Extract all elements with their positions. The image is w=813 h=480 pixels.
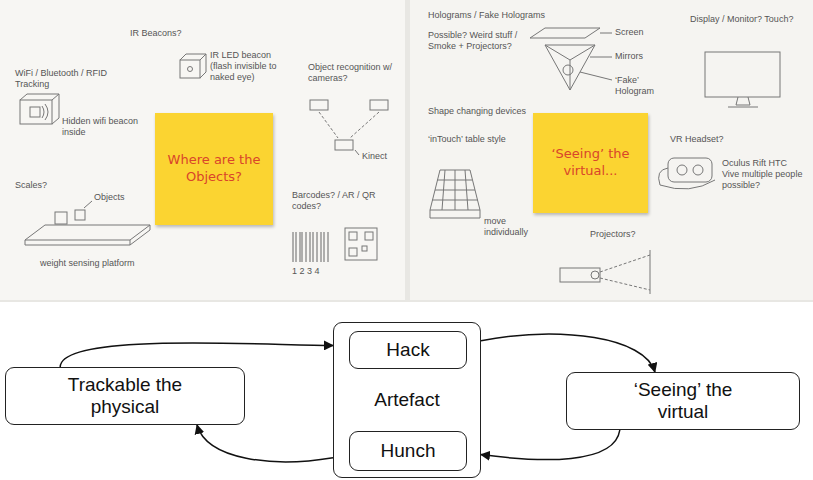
sketch-stroke — [705, 52, 780, 97]
sketch-note: VR Headset? — [670, 134, 750, 145]
sketch-stroke — [180, 54, 206, 78]
artefact-group: Artefact HackHunch — [333, 322, 481, 478]
sketch-note: Hidden wifi beacon inside — [62, 116, 150, 138]
sketch-stroke — [693, 165, 703, 175]
sketch-stroke — [293, 232, 328, 262]
process-box: Hack — [349, 331, 467, 369]
sketch-stroke — [75, 210, 85, 220]
process-box: ‘Seeing’ the virtual — [566, 372, 800, 430]
sketch-note: ‘Fake’ Hologram — [615, 75, 675, 97]
sketch-stroke — [728, 97, 758, 107]
sketch-note: move individually — [484, 216, 534, 238]
process-box: Trackable the physical — [5, 367, 245, 425]
sketch-note: Holograms / Fake Holograms — [428, 10, 598, 21]
node-text: Artefact — [371, 389, 442, 411]
node-text: ‘Seeing’ the virtual — [608, 379, 758, 423]
sticky-note: Where are the Objects? — [155, 113, 273, 225]
curved-arrow — [481, 334, 655, 372]
node-text: Where are the Objects? — [165, 152, 263, 186]
sketch-stroke — [84, 201, 92, 208]
sketch-note: Oculus Rift HTC Vive multiple people pos… — [722, 158, 806, 190]
sketch-stroke — [580, 33, 612, 80]
sketch-note: Object recognition w/ cameras? — [308, 62, 400, 84]
node-text: Trackable the physical — [50, 374, 200, 418]
sticky-note: ‘Seeing’ the virtual... — [533, 113, 648, 213]
sketch-stroke — [349, 232, 357, 240]
sketch-stroke — [319, 112, 379, 138]
sketch-note: Screen — [615, 27, 665, 38]
sketch-stroke — [20, 94, 59, 124]
sketch-stroke — [545, 45, 595, 90]
sketch-stroke — [365, 232, 373, 240]
sketch-stroke — [530, 28, 600, 38]
sketch-stroke — [410, 0, 813, 300]
sketch-stroke — [20, 100, 52, 124]
sketch-stroke — [310, 100, 328, 110]
node-text: Hack — [386, 339, 429, 361]
sketch-note: weight sensing platform — [40, 258, 160, 269]
curved-arrow — [481, 430, 620, 460]
sketch-stroke — [430, 210, 480, 218]
sketch-stroke — [370, 100, 388, 110]
sketch-note: Scales? — [15, 180, 65, 191]
sketch-stroke — [345, 228, 377, 260]
curved-arrow — [60, 343, 333, 367]
sketch-stroke — [362, 246, 367, 251]
sketch-stroke — [42, 104, 48, 120]
sketch-stroke — [30, 107, 40, 117]
sketch-stroke — [0, 0, 813, 302]
sketch-note: Kinect — [362, 151, 402, 162]
sketch-note: IR LED beacon (flash invisible to naked … — [210, 50, 295, 82]
process-box: Hunch — [349, 431, 467, 471]
sketch-note: Mirrors — [615, 51, 665, 62]
sketch-note: Barcodes? / AR / QR codes? — [292, 190, 402, 212]
sketch-note: IR Beacons? — [130, 28, 210, 39]
sketch-stroke — [0, 0, 405, 300]
pencil-sketches — [20, 28, 780, 294]
sketch-stroke — [600, 255, 650, 290]
sketch-note: Shape changing devices — [428, 106, 528, 117]
sketch-stroke — [563, 65, 573, 75]
sketch-note: 1 2 3 4 — [292, 266, 337, 277]
whiteboard-sheets — [0, 0, 813, 302]
sketch-stroke — [180, 60, 200, 78]
sketch-note: Objects — [94, 192, 139, 203]
sketch-stroke — [55, 212, 67, 224]
sketch-stroke — [677, 165, 687, 175]
sketch-stroke — [188, 67, 193, 72]
node-text: ‘Seeing’ the virtual... — [543, 146, 638, 180]
sketch-stroke — [349, 248, 357, 256]
curved-arrow — [197, 425, 333, 462]
text-row: Artefact — [334, 389, 480, 411]
sketch-note: ‘inTouch’ table style — [428, 134, 528, 145]
sketch-stroke — [591, 271, 599, 279]
sketch-note: Possible? Weird stuff / Smoke + Projecto… — [428, 30, 523, 52]
sketch-stroke — [25, 225, 150, 245]
node-text: Hunch — [381, 440, 436, 462]
sketch-stroke — [668, 158, 712, 182]
sketch-stroke — [560, 268, 600, 282]
sketch-stroke — [335, 140, 353, 150]
sketch-stroke — [355, 150, 359, 155]
sketch-stroke — [650, 250, 651, 294]
sketch-note: Display / Monitor? Touch? — [690, 14, 800, 25]
sketch-note: WiFi / Bluetooth / RFID Tracking — [15, 68, 125, 90]
sketch-stroke — [430, 170, 480, 210]
sketch-note: Projectors? — [590, 229, 660, 240]
